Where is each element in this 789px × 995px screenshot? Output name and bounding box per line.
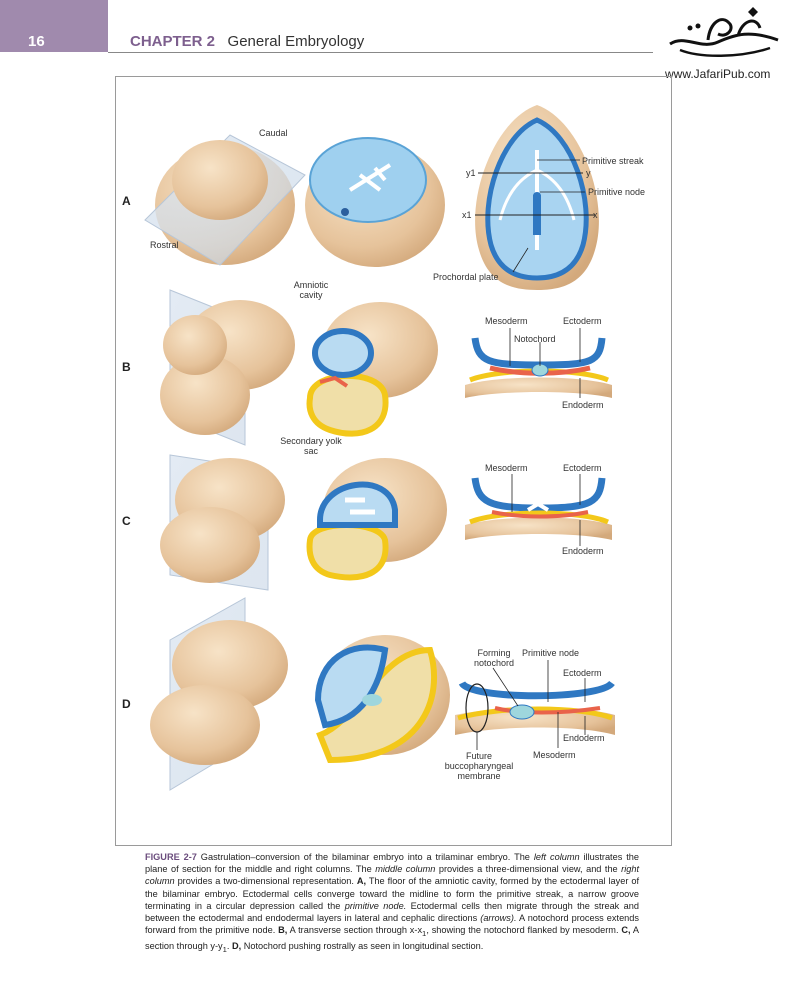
label-forming-notochord: Forming notochord <box>473 648 515 668</box>
label-x: x <box>593 210 598 220</box>
row-a-middle-embryo <box>305 137 445 267</box>
row-b-left-embryo-with-plane <box>160 289 295 446</box>
label-mesoderm-d: Mesoderm <box>533 750 576 760</box>
caption-bold: C, <box>621 925 631 936</box>
label-endoderm-c: Endoderm <box>562 546 604 556</box>
label-ectoderm-d: Ectoderm <box>563 668 602 678</box>
label-primitive-streak: Primitive streak <box>582 156 644 166</box>
label-primitive-node-d: Primitive node <box>522 648 580 658</box>
label-ectoderm-c: Ectoderm <box>563 463 602 473</box>
label-y: y <box>586 168 591 178</box>
caption-italic: middle column <box>375 864 436 875</box>
label-future-buccopharyngeal-membrane: Future buccopharyngeal membrane <box>444 751 514 781</box>
row-label-a: A <box>122 194 131 208</box>
row-a-left-embryo-with-plane <box>144 134 306 266</box>
row-d-right-longitudinal-section <box>455 660 615 750</box>
caption-italic: right column <box>145 864 640 887</box>
caption-text: A transverse section through x-x <box>287 925 423 936</box>
caption-text: Notochord pushing rostrally as seen in l… <box>241 941 484 952</box>
row-b-middle-embryo-section <box>306 302 438 437</box>
row-d-left-embryo-with-plane <box>150 597 288 791</box>
label-mesoderm-b: Mesoderm <box>485 316 528 326</box>
chapter-label: CHAPTER 2 <box>130 33 216 50</box>
label-endoderm-b: Endoderm <box>562 400 604 410</box>
running-header: CHAPTER 2 General Embryology <box>130 33 364 50</box>
figure-frame <box>115 76 672 846</box>
caption-figure-label: FIGURE 2-7 <box>145 852 197 862</box>
caption-subscript: 1 <box>222 945 227 955</box>
label-amniotic-cavity: Amniotic cavity <box>293 280 329 300</box>
figure-caption: FIGURE 2-7 Gastrulation–conversion of th… <box>145 851 639 956</box>
caption-text: , showing the notochord flanked by mesod… <box>426 925 622 936</box>
label-prochordal-plate: Prochordal plate <box>433 272 499 282</box>
caption-subscript: 1 <box>422 929 427 939</box>
row-c-middle-embryo-section <box>306 458 447 581</box>
row-c-right-cross-section <box>465 474 612 546</box>
caption-text: . <box>226 941 232 952</box>
caption-bold: D, <box>232 941 242 952</box>
caption-text: The floor of the amniotic cavity, formed… <box>145 876 639 911</box>
row-d-middle-embryo-section <box>314 635 450 764</box>
label-secondary-yolk-sac: Secondary yolk sac <box>280 436 342 456</box>
label-notochord-b: Notochord <box>514 334 556 344</box>
label-caudal: Caudal <box>259 128 288 138</box>
label-x1: x1 <box>462 210 472 220</box>
row-label-d: D <box>122 697 131 711</box>
row-c-left-embryo-with-plane <box>160 454 285 591</box>
caption-text: Gastrulation–conversion of the bilaminar… <box>196 852 534 862</box>
caption-bold: A, <box>356 876 367 887</box>
chapter-title: General Embryology <box>227 33 365 50</box>
caption-text: provides a three-dimensional view, and t… <box>435 864 622 875</box>
label-primitive-node: Primitive node <box>588 187 646 197</box>
row-a-right-embryonic-disc <box>475 105 599 290</box>
page-number-tab <box>0 0 108 52</box>
label-rostral: Rostral <box>150 240 179 250</box>
website-url: www.JafariPub.com <box>665 67 771 81</box>
page-number: 16 <box>28 33 45 50</box>
caption-text: A section through y-y <box>145 925 639 952</box>
caption-text: Ectodermal cells then migrate through th… <box>145 900 639 924</box>
row-b-right-cross-section <box>465 328 612 398</box>
header-rule <box>108 52 653 53</box>
row-label-b: B <box>122 360 131 374</box>
caption-text: illustrates the plane of section for the… <box>145 852 639 875</box>
label-ectoderm-b: Ectoderm <box>563 316 602 326</box>
caption-text: provides a two-dimensional representatio… <box>174 876 357 887</box>
label-endoderm-d: Endoderm <box>563 733 605 743</box>
caption-text: A notochord process extends forward from… <box>145 913 639 936</box>
caption-italic: primitive node. <box>344 900 407 911</box>
label-mesoderm-c: Mesoderm <box>485 463 528 473</box>
caption-bold: B, <box>278 925 288 936</box>
caption-italic: (arrows). <box>480 913 517 924</box>
row-label-c: C <box>122 514 131 528</box>
label-y1: y1 <box>466 168 476 178</box>
publisher-logo <box>669 7 779 57</box>
caption-italic: left column <box>533 852 580 862</box>
